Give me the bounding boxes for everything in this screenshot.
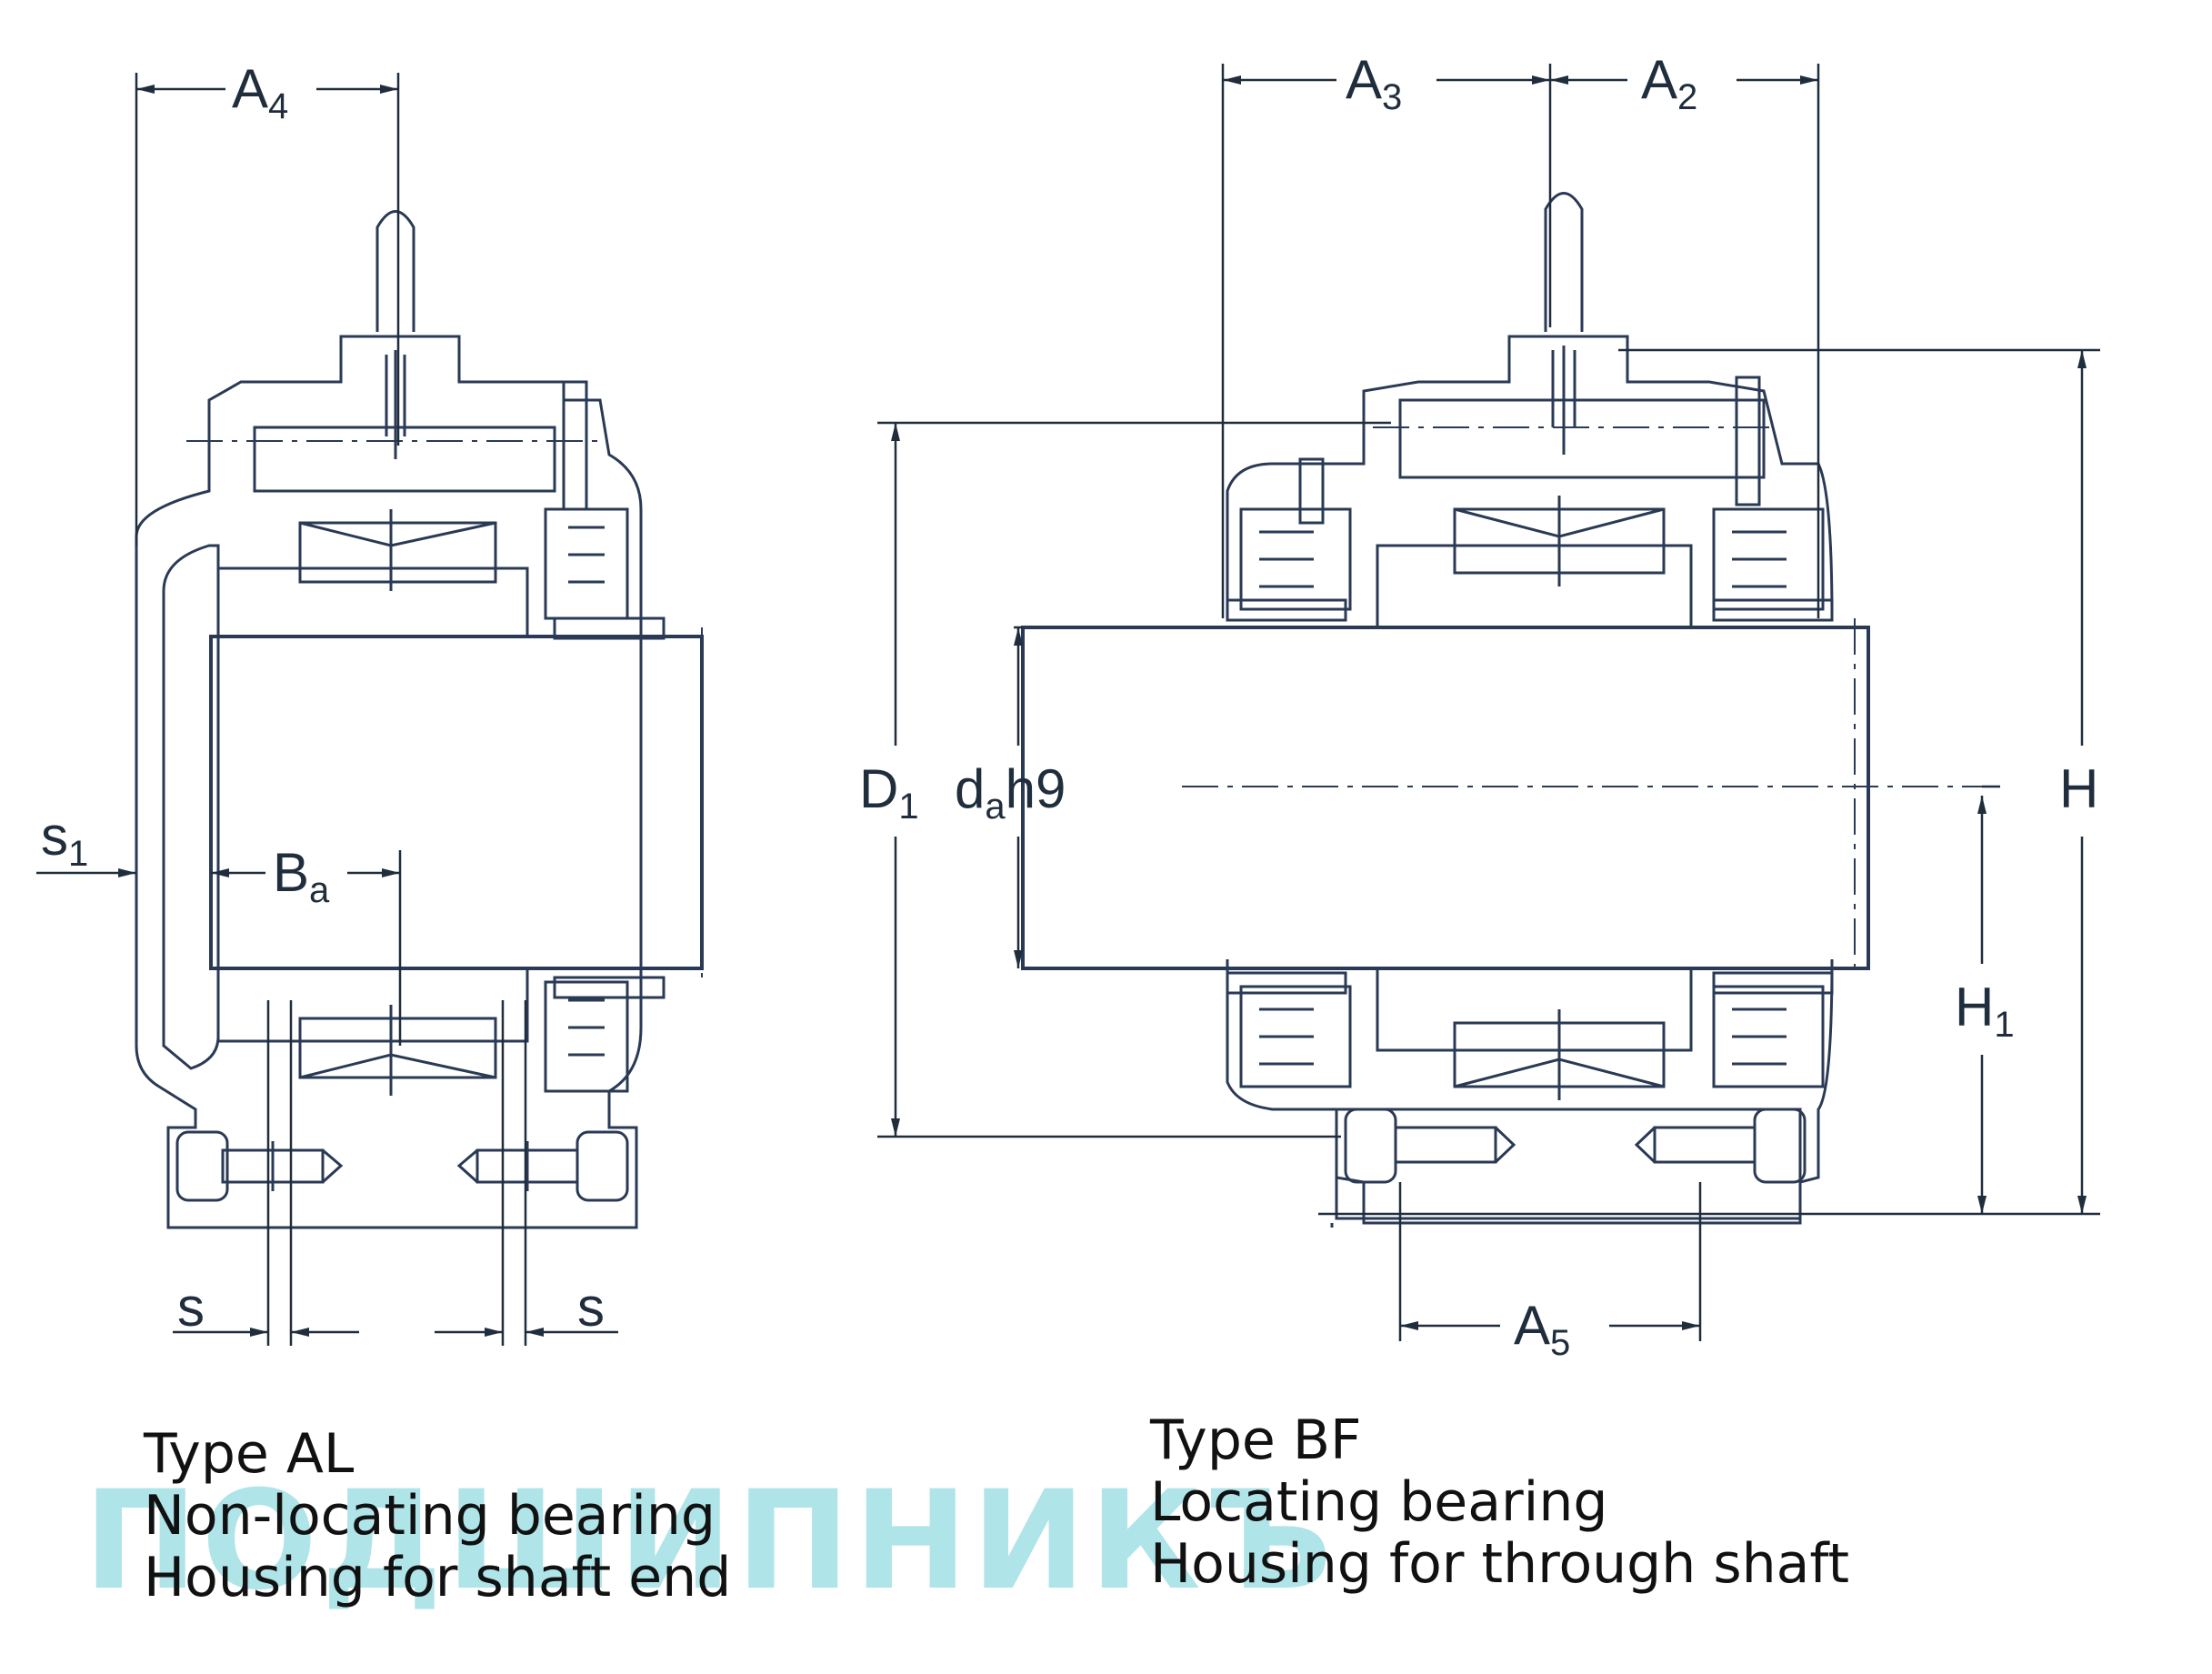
type-bf-centerlines	[1182, 426, 2000, 977]
caption-type-al: Type AL Non-locating bearing Housing for…	[144, 1423, 731, 1609]
caption-line: Housing for through shaft	[1150, 1532, 1850, 1596]
caption-type-bf: Type BF Locating bearing Housing for thr…	[1150, 1409, 1849, 1595]
caption-line: Housing for shaft end	[144, 1546, 732, 1609]
caption-line: Non-locating bearing	[144, 1484, 716, 1548]
type-bf-housing	[1021, 192, 1870, 1228]
label-s-right: s	[577, 1277, 605, 1338]
label-a3: A3	[1346, 49, 1402, 117]
label-a5: A5	[1514, 1295, 1570, 1363]
label-a2: A2	[1641, 49, 1697, 117]
dimension-labels: A4 A3 A2 s1 Ba s s D1 dah9 H H1 A5	[41, 49, 2098, 1363]
type-al-centerlines	[186, 440, 703, 977]
type-al-housing	[135, 210, 704, 1229]
label-h: H	[2059, 758, 2098, 819]
label-d1: D1	[859, 758, 919, 827]
label-s1: s1	[41, 806, 88, 874]
label-s-left: s	[177, 1277, 205, 1338]
watermark-logo: ПОДШИПНИКЪ	[84, 1462, 1336, 1620]
label-a4: A4	[232, 58, 288, 126]
label-ba: Ba	[273, 842, 330, 910]
caption-line: Type AL	[144, 1422, 355, 1486]
label-h1: H1	[1955, 977, 2015, 1045]
dimension-lines	[36, 64, 2100, 1346]
label-da-h9: dah9	[955, 758, 1066, 827]
caption-line: Locating bearing	[1150, 1470, 1608, 1534]
caption-line: Type BF	[1150, 1408, 1362, 1472]
